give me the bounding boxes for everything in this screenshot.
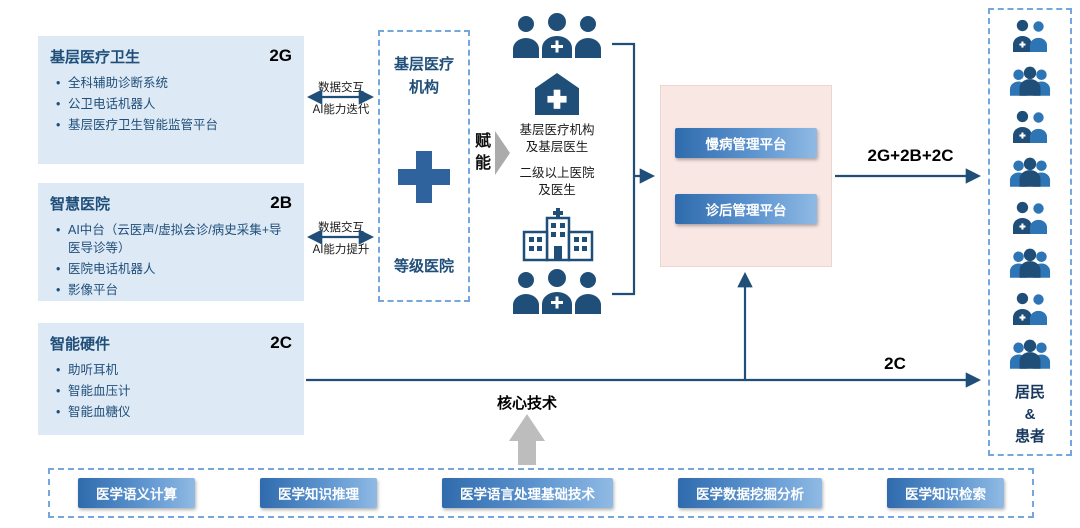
exchange1-bottom-label: AI能力迭代 [312, 104, 370, 116]
smart-hardware-box: 智能硬件 2C 助听耳机 智能血压计 智能血糖仪 [38, 323, 304, 435]
gray-up-arrow-icon [509, 414, 545, 465]
list-item: 医院电话机器人 [56, 260, 292, 278]
smart-hospital-tag: 2B [270, 193, 292, 212]
residents-group-icon [1009, 156, 1051, 187]
list-item: 公卫电话机器人 [56, 95, 292, 113]
empower-group: 赋能 [474, 131, 510, 175]
chronic-platform-button: 慢病管理平台 [675, 128, 817, 158]
empower-label: 赋能 [474, 133, 491, 172]
consumer-flow-label: 2C [884, 354, 906, 373]
list-item: AI中台（云医声/虚拟会诊/病史采集+导医导诊等） [56, 221, 292, 257]
core-tech-bar: 医学语义计算 医学知识推理 医学语言处理基础技术 医学数据挖掘分析 医学知识检索 [48, 468, 1034, 518]
hub-box: 基层医疗 机构 等级医院 [378, 30, 470, 302]
core-tech-label: 核心技术 [496, 395, 557, 412]
tech-button-knowledge-retrieval: 医学知识检索 [887, 478, 1004, 508]
smart-hospital-title: 智慧医院 [50, 196, 111, 213]
primary-care-title: 基层医疗卫生 [50, 49, 141, 66]
residents-panel: 居民 & 患者 [988, 8, 1072, 456]
list-item: 基层医疗卫生智能监管平台 [56, 116, 292, 134]
gray-right-arrow-icon [495, 131, 510, 175]
primary-care-box: 基层医疗卫生 2G 全科辅助诊断系统 公卫电话机器人 基层医疗卫生智能监管平台 [38, 36, 304, 164]
primary-caption: 基层医疗机构 及基层医生 [519, 123, 595, 154]
platform-box: 慢病管理平台 诊后管理平台 [660, 85, 832, 267]
residents-group-icon [1009, 247, 1051, 278]
smart-hardware-tag: 2C [270, 333, 292, 352]
primary-hospital-icon [534, 72, 580, 116]
post-visit-platform-button: 诊后管理平台 [675, 194, 817, 224]
list-item: 助听耳机 [56, 361, 292, 379]
smart-hospital-list: AI中台（云医声/虚拟会诊/病史采集+导医导诊等） 医院电话机器人 影像平台 [50, 221, 292, 300]
tech-button-knowledge-reasoning: 医学知识推理 [260, 478, 377, 508]
hub-bottom-label: 等级医院 [393, 257, 454, 275]
exchange2-top-label: 数据交互 [318, 222, 364, 234]
residents-caption: 居民 & 患者 [1014, 384, 1045, 445]
tier-hospital-building-icon [519, 206, 597, 262]
plus-icon [398, 151, 450, 204]
combined-flow-label: 2G+2B+2C [867, 146, 954, 165]
doctor-pair-icon [1011, 200, 1049, 234]
tech-button-data-mining: 医学数据挖掘分析 [678, 478, 822, 508]
smart-hospital-box: 智慧医院 2B AI中台（云医声/虚拟会诊/病史采集+导医导诊等） 医院电话机器… [38, 183, 304, 301]
list-item: 全科辅助诊断系统 [56, 74, 292, 92]
medical-team-icon [509, 268, 605, 314]
primary-care-list: 全科辅助诊断系统 公卫电话机器人 基层医疗卫生智能监管平台 [50, 74, 292, 135]
list-item: 智能血糖仪 [56, 403, 292, 421]
hub-top-label: 基层医疗 机构 [393, 56, 454, 96]
residents-group-icon [1009, 65, 1051, 96]
tech-button-nlp: 医学语言处理基础技术 [442, 478, 613, 508]
doctor-pair-icon [1011, 18, 1049, 52]
residents-group-icon [1009, 338, 1051, 369]
tier-caption: 二级以上医院 及医生 [519, 166, 595, 197]
primary-care-tag: 2G [269, 46, 292, 65]
smart-hardware-list: 助听耳机 智能血压计 智能血糖仪 [50, 361, 292, 422]
exchange2-bottom-label: AI能力提升 [312, 244, 370, 256]
doctor-pair-icon [1011, 109, 1049, 143]
tech-button-semantic: 医学语义计算 [78, 478, 195, 508]
medical-team-icon [509, 12, 605, 58]
list-item: 智能血压计 [56, 382, 292, 400]
list-item: 影像平台 [56, 281, 292, 299]
smart-hardware-title: 智能硬件 [50, 336, 111, 353]
doctor-pair-icon [1011, 291, 1049, 325]
exchange1-top-label: 数据交互 [318, 82, 364, 94]
